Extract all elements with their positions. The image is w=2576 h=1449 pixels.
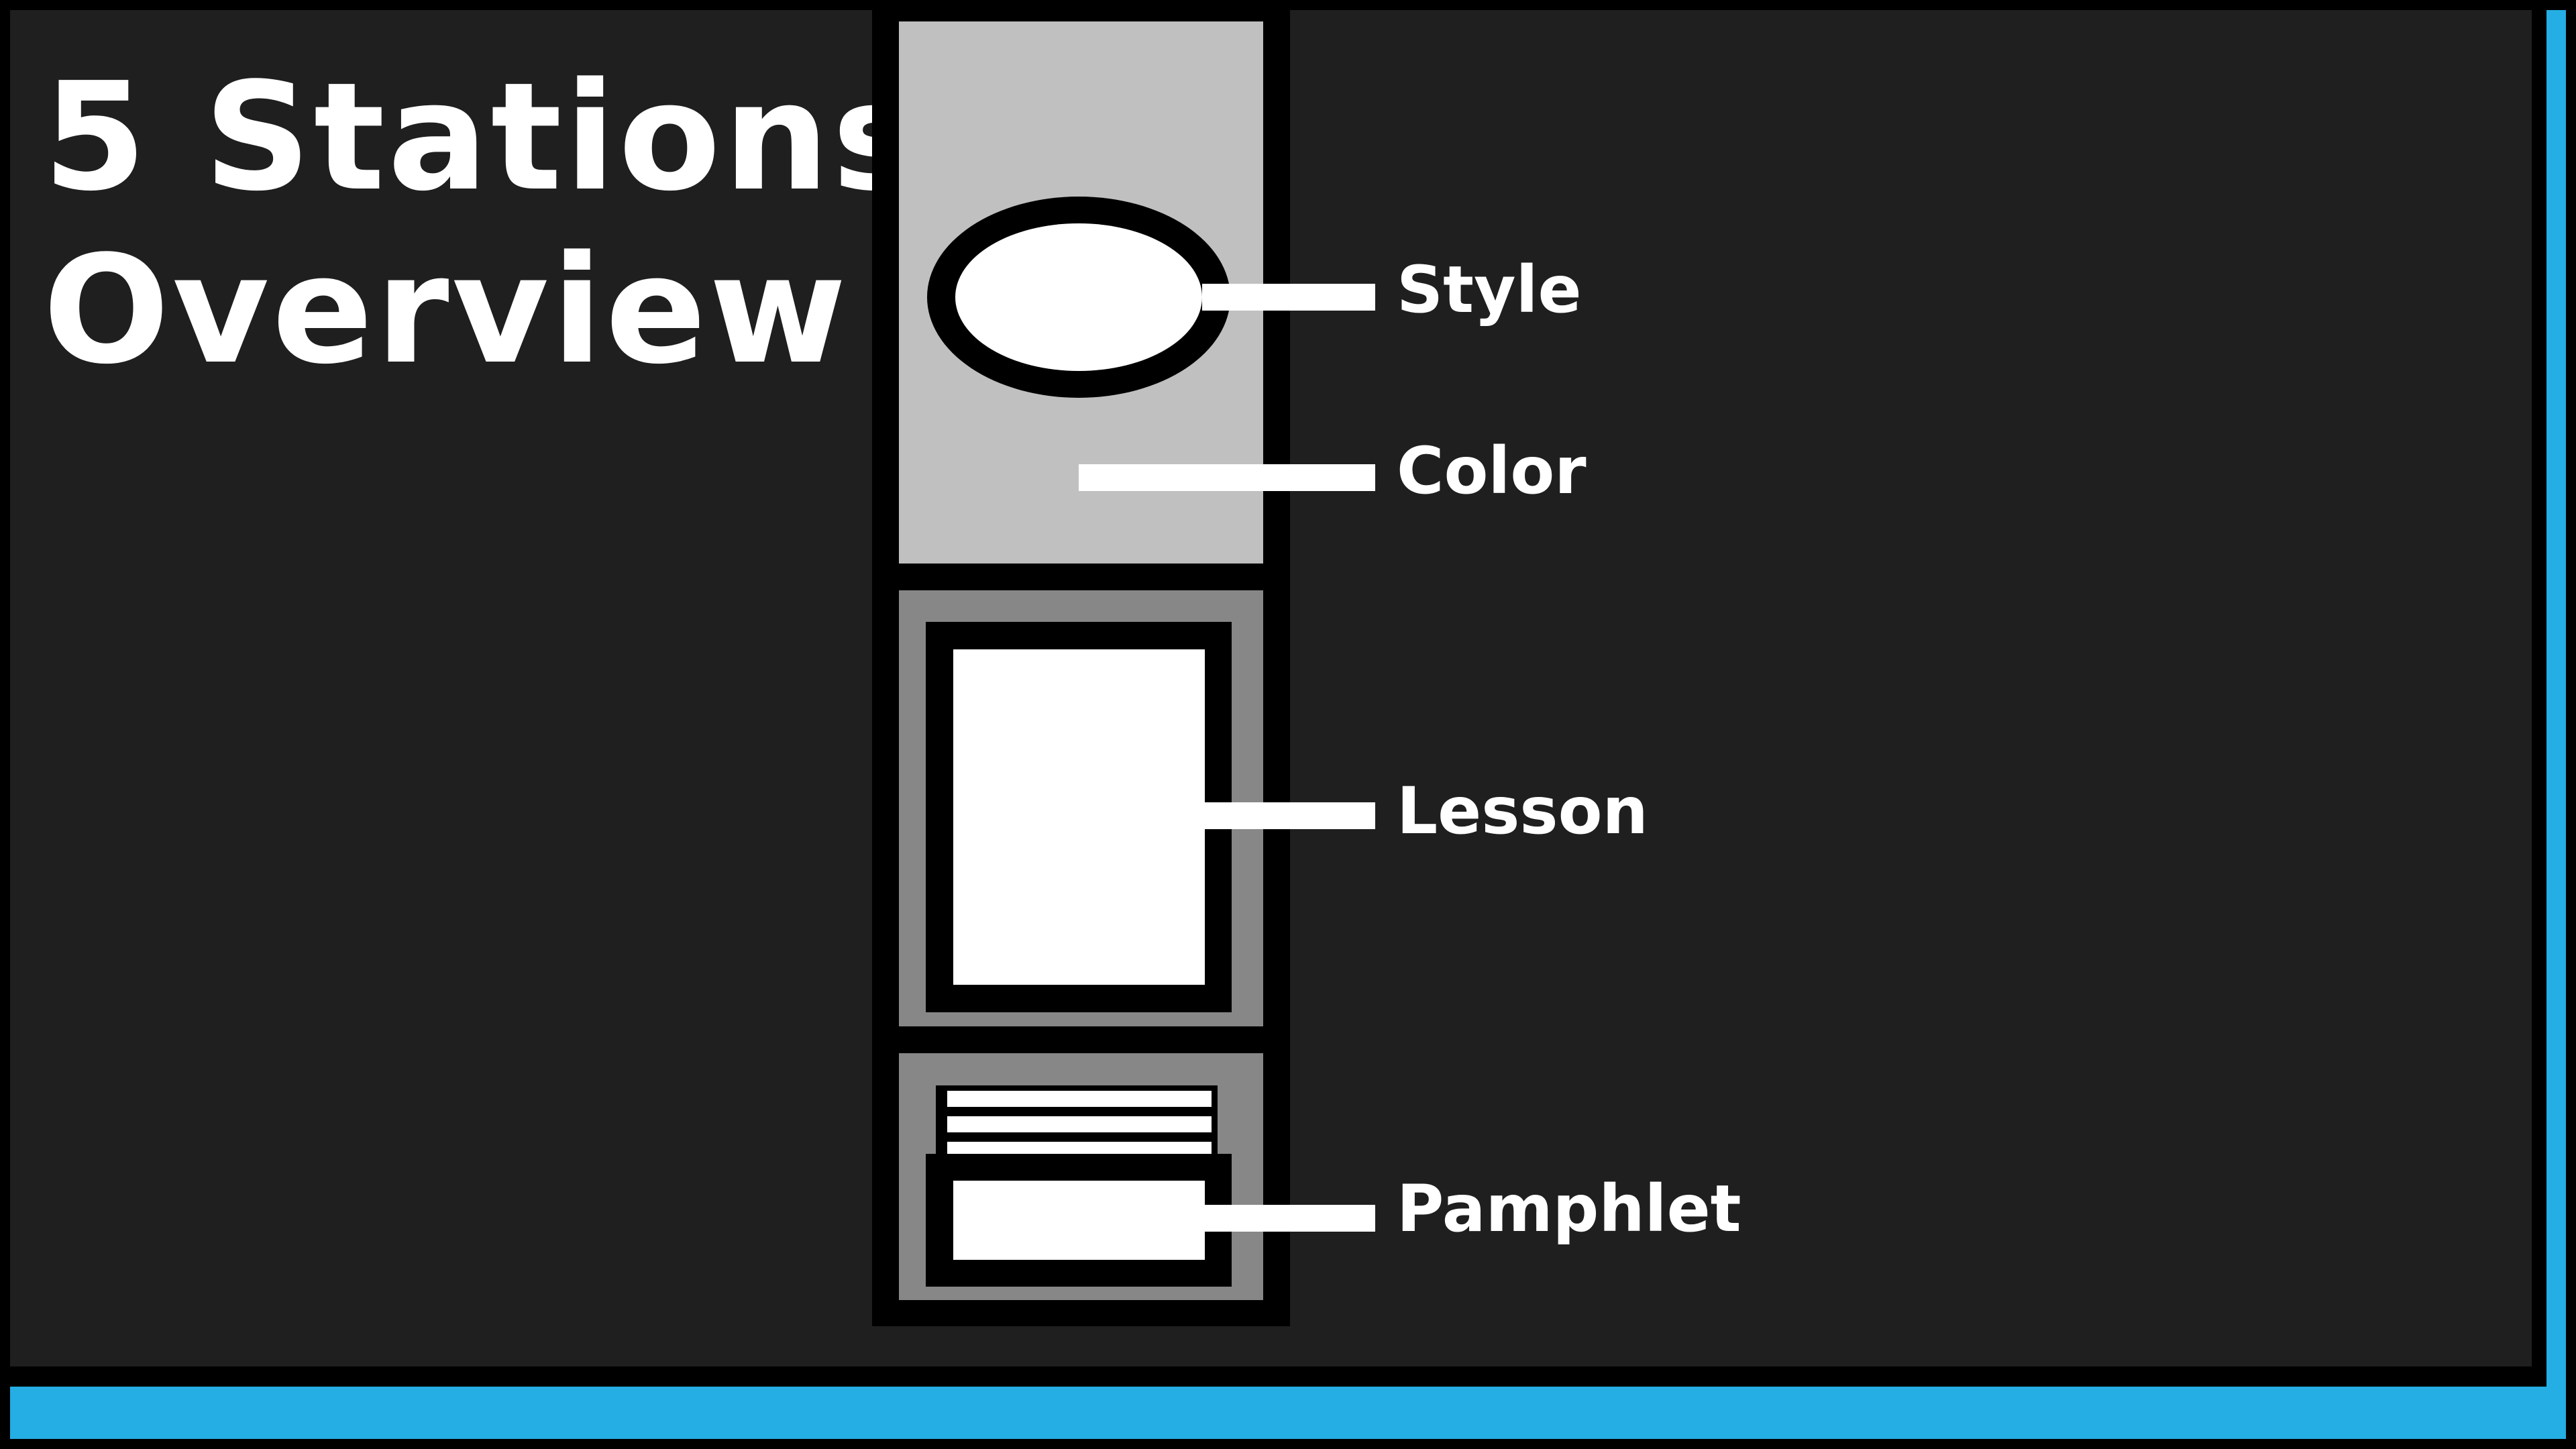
color-label: Color [1397,433,1587,508]
accent-bar-right [2546,10,2566,1439]
pamphlet-line-1 [947,1107,1212,1116]
accent-bar-bottom [10,1387,2566,1439]
pamphlet-leader-line [1205,1205,1375,1232]
pamphlet-label: Pamphlet [1397,1171,1741,1246]
style-label: Style [1397,252,1582,327]
title-line-2: Overview [43,224,849,397]
pamphlet-back-page-fill [947,1091,1212,1166]
oval-icon-fill [955,223,1202,371]
pamphlet-front-page [953,1181,1205,1260]
lesson-leader-line [1205,802,1375,829]
color-leader-line [1079,464,1375,491]
style-leader-line [1202,284,1375,311]
lesson-label: Lesson [1397,773,1648,849]
lesson-card-icon [953,649,1205,985]
slide-title: 5 Stations Overview [43,51,924,397]
pamphlet-line-2 [947,1132,1212,1142]
title-line-1: 5 Stations [43,51,924,224]
